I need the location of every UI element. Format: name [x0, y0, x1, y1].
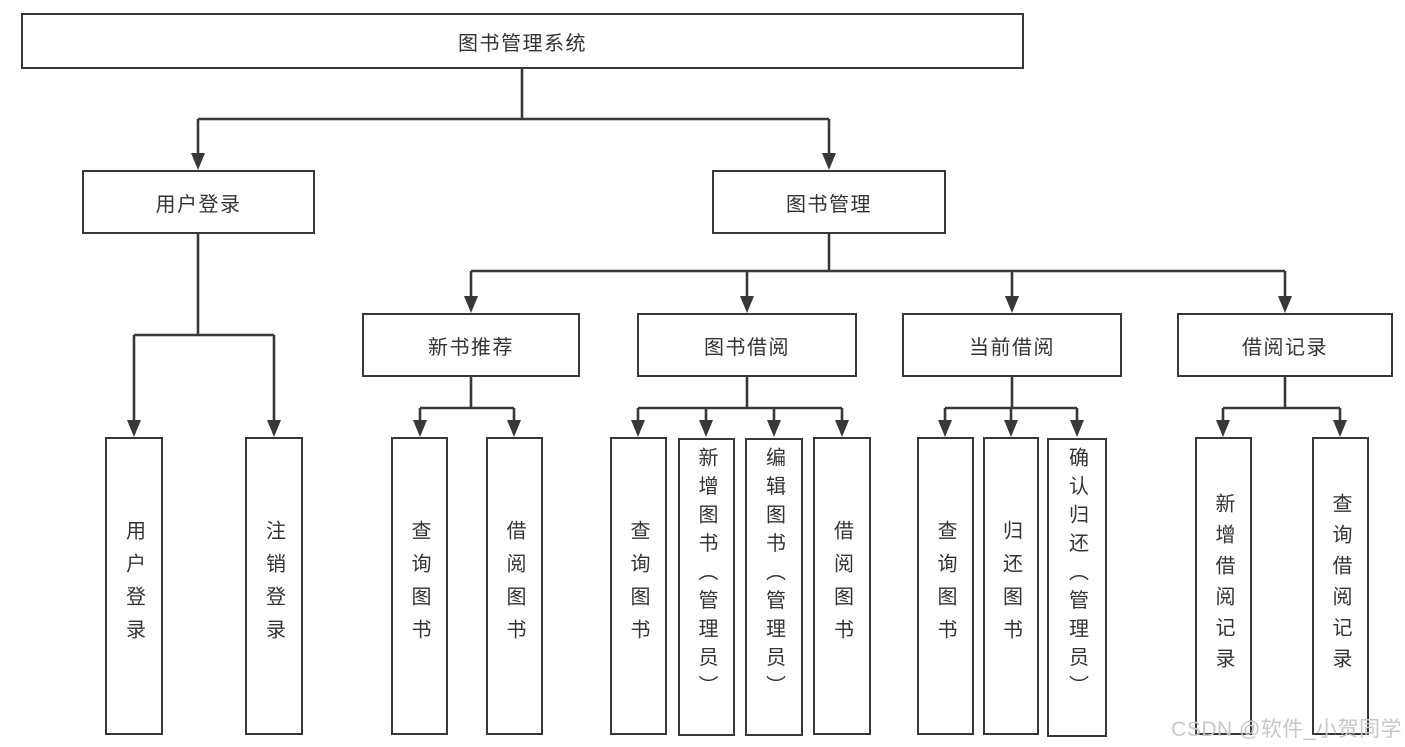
node-label: 新增借阅记录 — [1212, 493, 1234, 679]
node-borrow-books-action: 借阅图书 — [813, 437, 871, 735]
node-label: 图书管理 — [786, 193, 872, 216]
connector-current-borrow-branch — [938, 377, 1084, 437]
node-add-borrow-record: 新增借阅记录 — [1195, 437, 1252, 735]
node-edit-book-admin: 编辑图书（管理员） — [745, 438, 803, 736]
node-label: 用户登录 — [122, 520, 145, 652]
connector-book-management-branch — [464, 234, 1292, 313]
node-query-borrow-record: 查询借阅记录 — [1312, 437, 1369, 735]
node-confirm-return-admin: 确认归还（管理员） — [1047, 438, 1107, 737]
node-label: 图书借阅 — [704, 336, 790, 359]
node-label: 查询借阅记录 — [1329, 493, 1351, 679]
node-new-book-recommend: 新书推荐 — [362, 313, 580, 377]
node-label: 借阅记录 — [1242, 336, 1328, 359]
node-add-book-admin: 新增图书（管理员） — [678, 438, 735, 736]
node-label: 归还图书 — [999, 520, 1022, 652]
node-label: 图书管理系统 — [458, 32, 587, 55]
node-label: 当前借阅 — [969, 336, 1055, 359]
node-query-books-borrow: 查询图书 — [610, 437, 667, 735]
connector-borrow-record-branch — [1216, 377, 1347, 437]
node-label: 借阅图书 — [503, 520, 525, 652]
node-label: 新书推荐 — [428, 336, 514, 359]
node-query-books-recommend: 查询图书 — [391, 437, 448, 735]
node-user-login: 用户登录 — [82, 170, 315, 234]
node-query-books-current: 查询图书 — [917, 437, 974, 735]
node-label: 查询图书 — [408, 520, 430, 652]
node-borrow-books-recommend: 借阅图书 — [486, 437, 543, 735]
node-label: 注销登录 — [262, 520, 285, 652]
node-label: 新增图书（管理员） — [695, 447, 717, 704]
node-logout-action: 注销登录 — [245, 437, 303, 735]
node-borrow-records: 借阅记录 — [1177, 313, 1393, 377]
node-label: 确认归还（管理员） — [1065, 447, 1088, 704]
connector-user-login-branch — [127, 234, 281, 437]
node-label: 借阅图书 — [830, 520, 853, 652]
node-label: 查询图书 — [934, 520, 956, 652]
node-root-library-system: 图书管理系统 — [21, 13, 1024, 69]
node-label: 编辑图书（管理员） — [762, 447, 785, 704]
node-user-login-action: 用户登录 — [105, 437, 163, 735]
node-return-books: 归还图书 — [983, 437, 1039, 735]
connector-new-book-branch — [413, 377, 521, 437]
csdn-watermark: CSDN @软件_小贺同学 — [1171, 718, 1402, 741]
node-book-borrow: 图书借阅 — [637, 313, 857, 377]
node-label: 查询图书 — [627, 520, 649, 652]
node-label: 用户登录 — [155, 193, 242, 216]
connector-root-to-level2 — [191, 69, 836, 170]
node-current-borrow: 当前借阅 — [902, 313, 1122, 377]
connector-book-borrow-branch — [631, 377, 849, 437]
node-book-management: 图书管理 — [712, 170, 946, 234]
